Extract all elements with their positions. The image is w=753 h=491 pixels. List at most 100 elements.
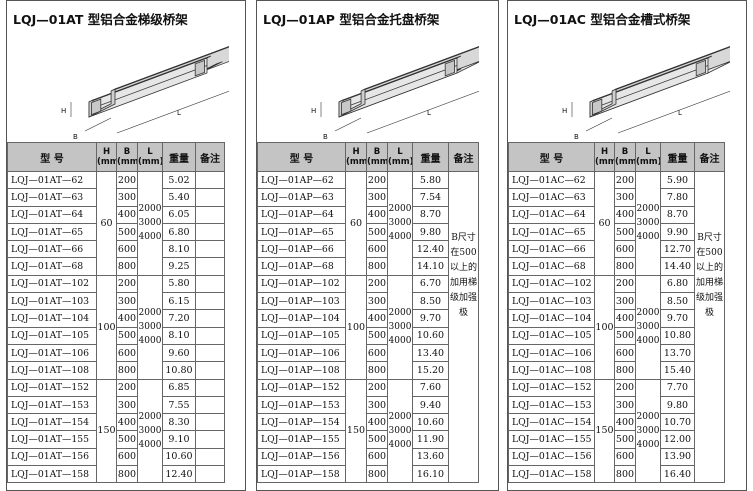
header-weight: 重量 xyxy=(162,142,196,172)
width-cell: 400 xyxy=(366,309,388,328)
dim-b-line xyxy=(585,117,613,132)
length-value: 2000 xyxy=(636,204,660,215)
height-cell: 60 xyxy=(345,171,367,276)
model-cell: LQJ—01AT—103 xyxy=(7,292,97,311)
width-cell: 400 xyxy=(366,205,388,224)
width-cell: 400 xyxy=(116,205,138,224)
length-value: 3000 xyxy=(388,425,412,436)
width-cell: 400 xyxy=(116,413,138,432)
width-cell: 800 xyxy=(366,361,388,380)
length-value: 4000 xyxy=(388,336,412,347)
length-value: 4000 xyxy=(138,336,162,347)
dim-l-label: L xyxy=(427,109,431,117)
weight-cell: 5.40 xyxy=(162,188,196,207)
note-cell xyxy=(195,465,225,484)
header-l: L(mm) xyxy=(635,142,661,172)
width-cell: 300 xyxy=(614,188,636,207)
weight-cell: 7.54 xyxy=(412,188,449,207)
model-cell: LQJ—01AC—155 xyxy=(508,430,595,449)
header-unit: (mm) xyxy=(117,157,137,167)
note-cell xyxy=(195,395,225,415)
width-cell: 500 xyxy=(614,430,636,449)
length-value: 2000 xyxy=(388,204,412,215)
rail-near-top xyxy=(88,55,212,103)
note-cell xyxy=(195,257,225,276)
header-model: 型 号 xyxy=(7,142,97,172)
model-cell: LQJ—01AT—156 xyxy=(7,447,97,467)
weight-cell: 5.80 xyxy=(162,274,196,294)
note-cell: B尺寸在500以上的加用梯级加强极 xyxy=(694,170,725,484)
weight-cell: 11.90 xyxy=(412,430,449,449)
panel-title: LQJ—01AC 型铝合金槽式桥架 xyxy=(514,12,691,27)
note-cell xyxy=(195,430,225,449)
header-unit: (mm) xyxy=(97,157,116,167)
length-value: 2000 xyxy=(388,308,412,319)
model-cell: LQJ—01AT—108 xyxy=(7,361,97,380)
length-value: 2000 xyxy=(138,204,162,215)
height-cell: 100 xyxy=(96,274,117,380)
width-cell: 400 xyxy=(614,413,636,432)
width-cell: 500 xyxy=(614,326,636,345)
height-cell: 60 xyxy=(594,171,615,276)
weight-cell: 8.70 xyxy=(660,205,695,224)
weight-cell: 13.90 xyxy=(660,447,695,467)
weight-cell: 6.05 xyxy=(162,205,196,224)
weight-cell: 6.80 xyxy=(660,274,695,294)
header-unit: (mm) xyxy=(636,157,661,167)
note-cell xyxy=(195,205,225,224)
header-b: B(mm) xyxy=(116,142,138,172)
width-cell: 200 xyxy=(614,170,636,190)
note-cell xyxy=(195,413,225,432)
weight-cell: 8.10 xyxy=(162,326,196,345)
width-cell: 600 xyxy=(116,240,138,259)
width-cell: 200 xyxy=(116,274,138,294)
header-l-label: L xyxy=(397,147,403,157)
header-unit: (mm) xyxy=(388,157,413,167)
model-cell: LQJ—01AC—68 xyxy=(508,257,595,276)
weight-cell: 10.60 xyxy=(162,447,196,467)
width-cell: 200 xyxy=(116,170,138,190)
weight-cell: 8.50 xyxy=(660,292,695,311)
weight-cell: 10.70 xyxy=(660,413,695,432)
width-cell: 400 xyxy=(116,309,138,328)
weight-cell: 12.40 xyxy=(412,240,449,259)
weight-cell: 6.70 xyxy=(412,274,449,294)
weight-cell: 9.70 xyxy=(412,309,449,328)
rail-groove xyxy=(338,65,458,110)
weight-cell: 13.60 xyxy=(412,447,449,467)
height-cell: 150 xyxy=(96,378,117,484)
weight-cell: 5.90 xyxy=(660,170,695,190)
weight-cell: 9.80 xyxy=(412,222,449,242)
dim-l-label: L xyxy=(678,109,682,117)
header-b: B(mm) xyxy=(614,142,636,172)
header-unit: (mm) xyxy=(367,157,387,167)
width-cell: 300 xyxy=(116,395,138,415)
weight-cell: 8.10 xyxy=(162,240,196,259)
weight-cell: 12.00 xyxy=(660,430,695,449)
model-cell: LQJ—01AC—102 xyxy=(508,274,595,294)
model-cell: LQJ—01AP—105 xyxy=(257,326,346,345)
dim-l-line xyxy=(366,90,479,134)
weight-cell: 13.70 xyxy=(660,343,695,363)
